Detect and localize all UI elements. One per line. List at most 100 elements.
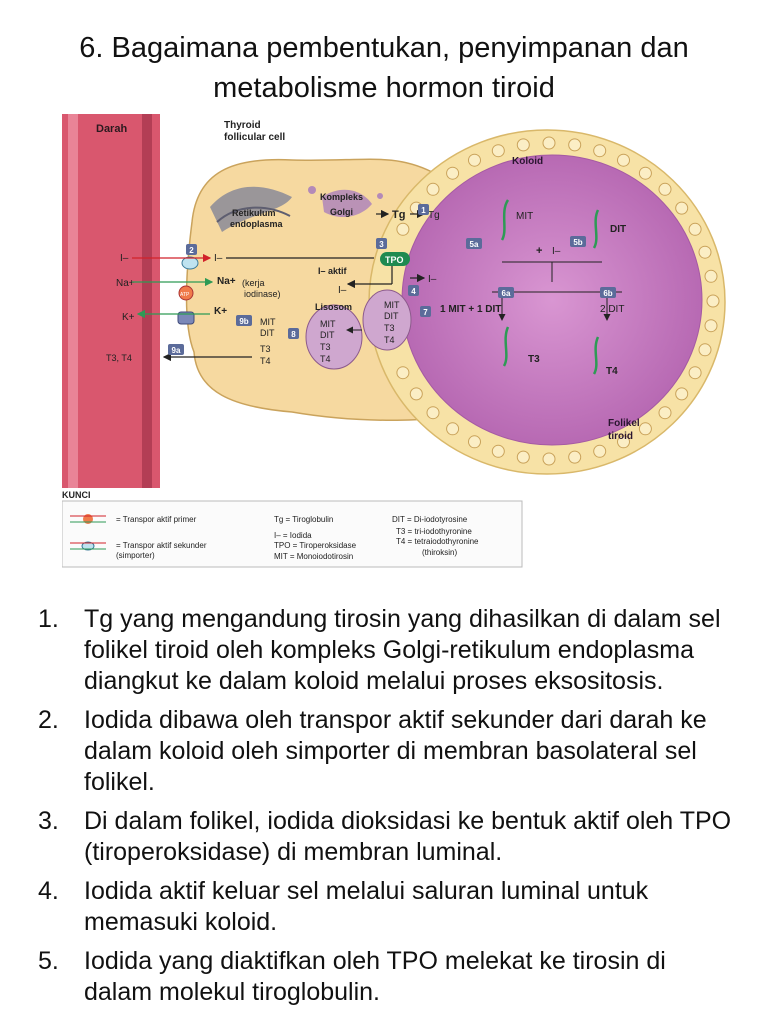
legend-t4b: (thiroksin)	[422, 548, 457, 557]
rim-cell	[409, 387, 423, 401]
title-line-1: 6. Bagaimana pembentukan, penyimpanan da…	[79, 32, 689, 64]
transport-proteins: ATP I– Na+ K+ I– Na+ K+ (kerja iodinase)	[116, 253, 281, 325]
tg-colloid-label: Tg	[428, 210, 440, 221]
blood-t3t4-label: T3, T4	[106, 353, 132, 363]
step-badge	[376, 238, 387, 249]
legend-mit: MIT = Monoiodotirosin	[274, 552, 353, 561]
rim-cell	[617, 153, 630, 167]
list-item-text: Iodida aktif keluar sel melalui saluran …	[84, 877, 649, 936]
plus-sign: +	[536, 245, 542, 257]
blood-label: Darah	[96, 123, 127, 135]
er-label-1: Retikulum	[232, 208, 276, 218]
mit-label: MIT	[516, 211, 533, 222]
list-item-text: Di dalam folikel, iodida dioksidasi ke b…	[84, 807, 732, 866]
er-golgi: Retikulum endoplasma Kompleks Golgi	[210, 186, 383, 232]
rim-cell	[446, 422, 460, 436]
step-badge	[498, 287, 514, 298]
rim-cell	[516, 450, 530, 464]
follicle-label-2: tiroid	[608, 431, 633, 442]
step-badge-label: 8	[291, 330, 296, 339]
step-badge	[570, 236, 586, 247]
ves-t4: T4	[384, 335, 395, 345]
lys-t4: T4	[320, 354, 331, 364]
legend-t4: T4 = tetraiodothyronine	[396, 537, 479, 546]
colloid-reactions: MIT DIT + I– 1 MIT + 1 DIT 2 DIT T3 T4	[440, 199, 626, 377]
step-badge-label: 5a	[470, 240, 479, 249]
lysosome-area: Lisosom MIT DIT T3 T4 MIT DIT T3 T4 MIT …	[106, 289, 412, 370]
rim-cell	[542, 136, 556, 150]
legend-secondary-2: (simporter)	[116, 551, 155, 560]
list-item-text: Iodida dibawa oleh transpor aktif sekund…	[84, 706, 707, 796]
thyroid-follicle: Koloid Folikel tiroid	[368, 129, 726, 475]
legend-title: KUNCI	[62, 490, 91, 500]
step-badge-label: 6a	[502, 289, 511, 298]
step-badge	[186, 244, 197, 255]
tpo-label: TPO	[385, 255, 404, 265]
rim-cell	[446, 166, 460, 180]
step-badge	[600, 287, 616, 298]
legend-iodide: I– = Iodida	[274, 531, 312, 540]
t4-label: T4	[606, 366, 618, 377]
cell-label-2: follicular cell	[224, 132, 285, 143]
legend-dit: DIT = Di-iodotyrosine	[392, 515, 468, 524]
iodide-blood-label: I–	[120, 253, 129, 264]
step-badge-label: 4	[411, 287, 416, 296]
iodide-active-sym: I–	[338, 285, 347, 296]
list-item: 5.Iodida yang diaktifkan oleh TPO meleka…	[38, 946, 738, 1008]
legend-t3: T3 = tri-iodothyronine	[396, 527, 472, 536]
rim-cell	[658, 406, 672, 420]
secrete-t3: T3	[260, 344, 271, 354]
slide-title: 6. Bagaimana pembentukan, penyimpanan da…	[0, 28, 768, 108]
list-item-number: 1.	[38, 605, 59, 633]
rim-cell	[491, 144, 505, 158]
rim-cell	[468, 153, 481, 167]
rim-cell	[638, 422, 652, 436]
rim-cell	[675, 201, 689, 215]
rim-cell	[638, 166, 652, 180]
iodide-cell-label: I–	[214, 253, 223, 264]
lys-t3: T3	[320, 342, 331, 352]
plus-iodide: I–	[552, 246, 561, 257]
rim-cell	[396, 366, 410, 380]
step-badge-label: 9b	[239, 317, 248, 326]
secrete-t4: T4	[260, 356, 271, 366]
ves-mit: MIT	[384, 300, 400, 310]
recycle-mit: MIT	[260, 317, 276, 327]
golgi-label-1: Kompleks	[320, 192, 363, 202]
lys-dit: DIT	[320, 330, 335, 340]
thyroid-hormone-diagram: Darah Thyroid follicular cell Retikulum …	[62, 112, 726, 576]
atp-label: ATP	[180, 292, 190, 298]
legend-secondary-1: = Transpor aktif sekunder	[116, 541, 207, 550]
rim-cell	[698, 245, 712, 259]
rim-cell	[396, 222, 410, 236]
list-item-text: Tg yang mengandung tirosin yang dihasilk…	[84, 605, 721, 695]
title-line-2: metabolisme hormon tiroid	[213, 72, 555, 104]
k-inside-label: K+	[214, 306, 227, 317]
k-label: K+	[122, 312, 135, 323]
na-inside-label: Na+	[217, 276, 236, 287]
rim-cell	[542, 452, 556, 466]
step-badge	[466, 238, 482, 249]
rim-cell	[688, 366, 702, 380]
ves-dit: DIT	[384, 311, 399, 321]
lysosome-label: Lisosom	[315, 302, 352, 312]
iodide-colloid-label: I–	[428, 274, 437, 285]
t3-label: T3	[528, 354, 540, 365]
follicle-label-1: Folikel	[608, 418, 640, 429]
golgi-label-2: Golgi	[330, 207, 353, 217]
follicle-rim-cells	[396, 136, 720, 466]
list-item: 2.Iodida dibawa oleh transpor aktif seku…	[38, 705, 738, 798]
step-badge-label: 3	[379, 240, 384, 249]
na-label: Na+	[116, 278, 135, 289]
rim-cell	[426, 406, 440, 420]
dit-label: DIT	[610, 224, 626, 235]
rim-cell	[568, 138, 582, 152]
step-badge-label: 5b	[573, 238, 582, 247]
rim-cell	[491, 444, 505, 458]
step-badge	[288, 328, 299, 339]
rim-cell	[688, 222, 702, 236]
step-badge-label: 9a	[172, 346, 181, 355]
step-badge	[420, 306, 431, 317]
cell-label-1: Thyroid	[224, 120, 261, 131]
rim-cell	[658, 182, 672, 196]
